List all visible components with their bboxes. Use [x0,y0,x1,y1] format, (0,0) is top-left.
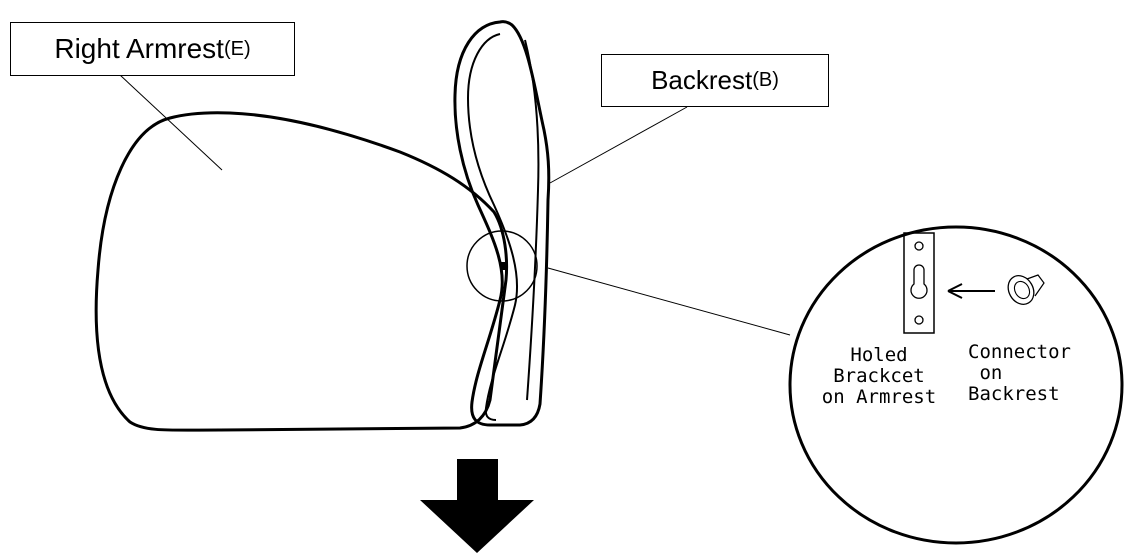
backrest-outline [453,20,551,427]
connector-line-3: Backrest [968,383,1060,405]
holed-bracket-line-1: Holed [850,344,908,366]
backrest-label: Backrest [651,65,753,95]
connector-knob-icon [1007,274,1045,305]
detail-circle-small [466,230,538,302]
backrest-inner-line [466,33,519,421]
armrest-code: (E) [223,37,251,60]
holed-bracket-icon [903,232,935,334]
down-arrow-icon [420,459,534,553]
backrest-leader-line [549,106,688,184]
detail-circle-large [788,225,1124,545]
armrest-outline [94,111,509,432]
connector-line-2: on [968,362,1003,384]
armrest-leader-line [119,74,223,171]
backrest-code: (B) [752,69,779,91]
detail-leader-line [547,267,791,336]
left-arrow-icon [947,283,995,299]
backrest-front-line [524,39,540,401]
connector-notch [500,262,507,270]
armrest-label-box: Right Armrest(E) [10,22,295,76]
holed-bracket-line-2: Brackcet [833,365,925,387]
connector-line-1: Connector [968,341,1071,363]
armrest-label: Right Armrest [54,33,224,64]
backrest-label-box: Backrest(B) [601,54,829,107]
holed-bracket-line-3: on Armrest [821,386,937,408]
